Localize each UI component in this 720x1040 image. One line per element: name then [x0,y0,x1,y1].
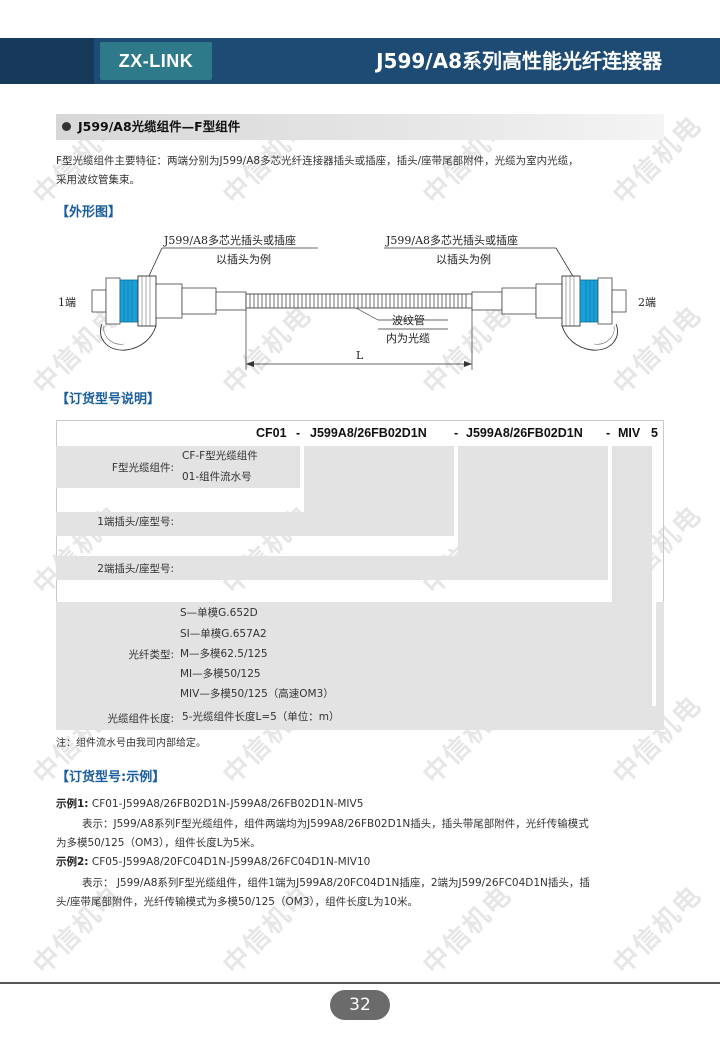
order-heading: 【订货型号说明】 [56,392,161,407]
intro-line-1: F型光缆组件主要特征：两端分别为J599/A8多芯光纤连接器插头或插座，插头/座… [56,155,579,167]
callout-right-line1: J599/A8多芯光插头或插座 [385,233,518,247]
callout-left-line1: J599/A8多芯光插头或插座 [163,233,296,247]
footer-rule [0,982,720,984]
code-sep-2: - [454,426,459,440]
length-row-value: 5-光缆组件长度L=5（单位：m） [182,711,340,723]
fiber-option-m: M—多模62.5/125 [180,648,268,660]
f-type-label: F型光缆组件: [111,462,174,474]
right-connector [471,275,627,351]
f-type-value-2: 01-组件流水号 [182,471,252,483]
outline-heading: 【外形图】 [56,205,122,220]
example-1-desc-2: 为多模50/125（OM3），组件长度L为5米。 [56,837,261,849]
example-2-line: 示例2: CF05-J599A8/20FC04D1N-J599A8/26FC04… [56,853,664,872]
fiber-option-s: S—单模G.652D [180,607,258,619]
fiber-option-mi: MI—多模50/125 [180,668,261,680]
corrugated-tube [245,293,473,309]
end-1-model-label: 1端插头/座型号: [97,516,174,528]
example-1-label: 示例1: [56,798,89,810]
tube-label-line1: 波纹管 [392,313,425,327]
page-title: J599/A8系列高性能光纤连接器 [376,49,662,73]
section-title: J599/A8光缆组件—F型组件 [78,119,241,134]
code-part-series: CF01 [256,426,287,440]
brand-logo: ZX-LINK [100,42,212,80]
code-part-end2: J599A8/26FB02D1N [466,426,583,440]
example-2-desc-2: 头/座带尾部附件，光纤传输模式为多模50/125（OM3），组件长度L为10米。 [56,896,418,908]
outline-drawing: J599/A8多芯光插头或插座 以插头为例 J599/A8多芯光插头或插座 以插… [58,233,656,370]
example-2-label: 示例2: [56,856,89,868]
bullet-icon [62,122,71,131]
code-sep-3: - [606,426,611,440]
example-1-desc-1: 表示：J599/A8系列F型光缆组件，组件两端均为J599A8/26FB02D1… [82,818,589,830]
callout-right-line2: 以插头为例 [436,252,491,266]
order-note: 注：组件流水号由我司内部给定。 [56,738,206,749]
fiber-option-miv: MIV—多模50/125（高速OM3） [180,688,334,700]
end-1-label: 1端 [58,296,76,309]
example-2-desc-1: 表示： J599/A8系列F型光缆组件，组件1端为J599A8/20FC04D1… [82,877,590,889]
code-part-length: 5 [651,426,658,440]
left-connector [91,275,247,351]
header-bar-left [0,38,94,84]
f-type-value-1: CF-F型光缆组件 [182,450,258,462]
fiber-type-label: 光纤类型: [128,649,174,661]
code-part-fiber: MIV [618,426,641,440]
tube-label-line2: 内为光缆 [386,331,430,345]
code-part-end1: J599A8/26FB02D1N [310,426,427,440]
example-2-code: CF05-J599A8/20FC04D1N-J599A8/26FC04D1N-M… [91,856,371,868]
intro-line-2: 采用波纹管集束。 [56,174,140,186]
end-2-model-label: 2端插头/座型号: [97,563,174,575]
code-sep-1: - [296,426,301,440]
example-1-code: CF01-J599A8/26FB02D1N-J599A8/26FB02D1N-M… [91,798,364,810]
examples-heading: 【订货型号:示例】 [56,770,166,785]
fiber-option-si: SI—单模G.657A2 [180,628,267,640]
length-row-label: 光缆组件长度: [107,713,174,725]
page-number: 32 [330,990,390,1020]
length-label: L [356,349,364,362]
example-1-line: 示例1: CF01-J599A8/26FB02D1N-J599A8/26FB02… [56,795,664,814]
callout-left-line2: 以插头为例 [216,252,271,266]
section-heading-band [56,114,664,140]
order-code-table [56,420,664,730]
end-2-label: 2端 [638,296,656,309]
